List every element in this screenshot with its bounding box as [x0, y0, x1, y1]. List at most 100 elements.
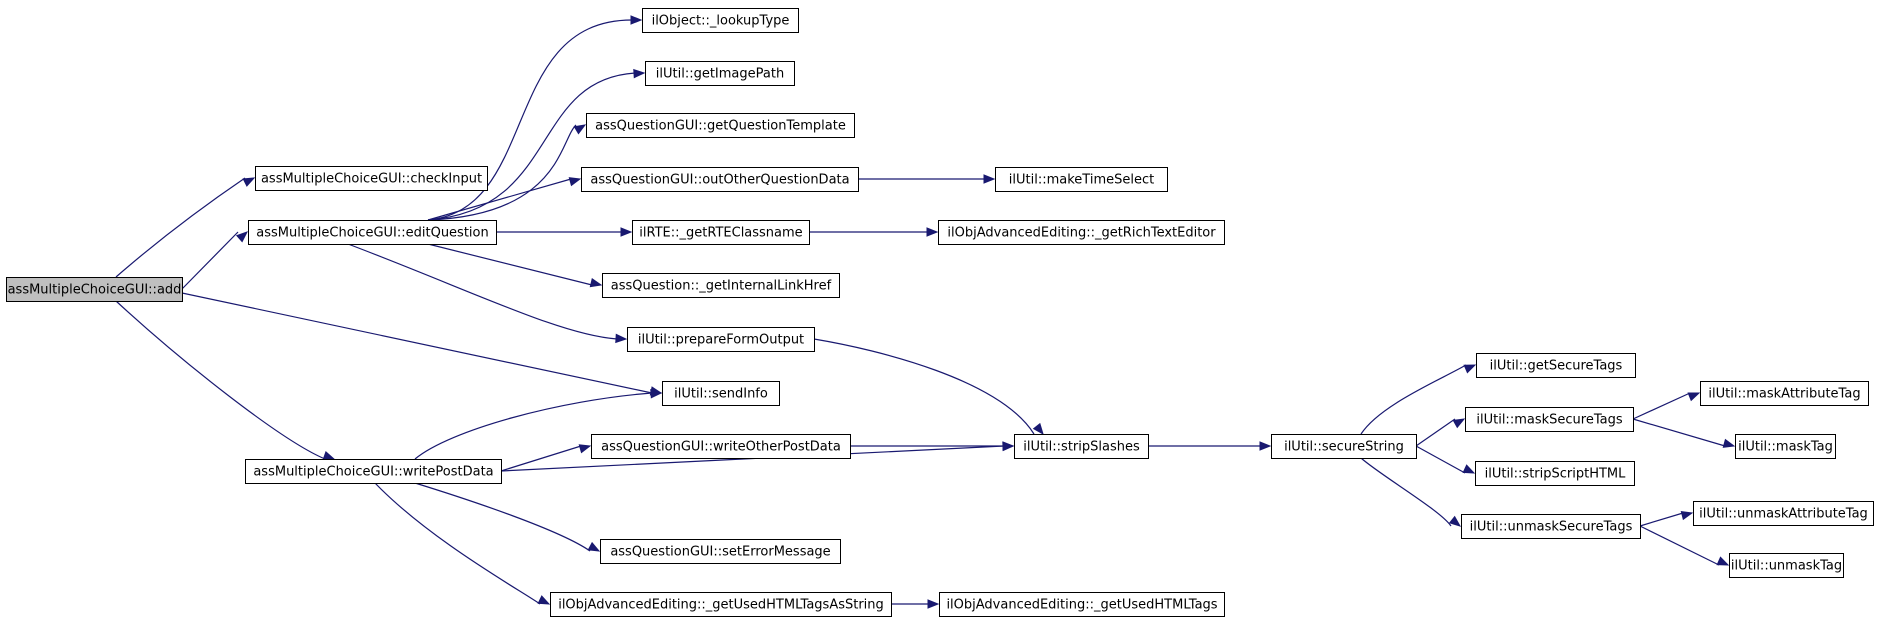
node-setErrorMessage[interactable]: assQuestionGUI::setErrorMessage [600, 539, 841, 564]
node-box[interactable] [550, 592, 892, 617]
arrowhead-getSecureTags [1463, 364, 1477, 374]
node-editQuestion[interactable]: assMultipleChoiceGUI::editQuestion [248, 220, 497, 245]
node-box[interactable] [1729, 553, 1844, 578]
node-box[interactable] [632, 220, 810, 245]
arrowhead-prepareFormOutput [615, 333, 628, 344]
node-box[interactable] [1475, 461, 1635, 486]
node-label: ilUtil::maskTag [1738, 440, 1833, 455]
edge-writePostData-to-sendInfo [414, 392, 653, 460]
node-box[interactable] [6, 277, 183, 302]
node-add[interactable]: assMultipleChoiceGUI::add [6, 277, 183, 302]
node-prepareFormOutput[interactable]: ilUtil::prepareFormOutput [627, 327, 815, 352]
node-box[interactable] [1014, 434, 1149, 459]
node-label: ilUtil::unmaskTag [1731, 559, 1842, 574]
node-getInternalLinkHref[interactable]: assQuestion::_getInternalLinkHref [602, 273, 840, 298]
node-box[interactable] [1465, 407, 1634, 432]
arrowhead-writeOtherPostData [578, 444, 592, 454]
arrowhead-editQuestion [235, 231, 249, 243]
node-label: assMultipleChoiceGUI::writePostData [253, 465, 493, 480]
arrowhead-maskSecureTags [1452, 418, 1466, 429]
arrowhead-stripScriptHTML [1462, 464, 1476, 474]
node-box[interactable] [642, 8, 799, 33]
node-makeTimeSelect[interactable]: ilUtil::makeTimeSelect [995, 167, 1168, 192]
node-box[interactable] [1693, 501, 1874, 526]
node-getQuestionTemplate[interactable]: assQuestionGUI::getQuestionTemplate [586, 113, 855, 138]
node-getSecureTags[interactable]: ilUtil::getSecureTags [1476, 353, 1636, 378]
node-sendInfo[interactable]: ilUtil::sendInfo [662, 381, 780, 406]
edge-secureString-to-stripScriptHTML [1415, 445, 1466, 474]
node-label: ilObjAdvancedEditing::_getUsedHTMLTags [946, 598, 1217, 613]
node-box[interactable] [586, 113, 855, 138]
edge-maskSecureTags-to-maskAttributeTag [1632, 392, 1691, 420]
node-getRichTextEditor[interactable]: ilObjAdvancedEditing::_getRichTextEditor [938, 220, 1225, 245]
node-label: ilUtil::getImagePath [656, 67, 784, 82]
arrowhead-unmaskSecureTags [1448, 515, 1462, 527]
node-unmaskAttributeTag[interactable]: ilUtil::unmaskAttributeTag [1693, 501, 1874, 526]
node-box[interactable] [255, 166, 488, 191]
node-getUsedHTMLTagsAsString[interactable]: ilObjAdvancedEditing::_getUsedHTMLTagsAs… [550, 592, 892, 617]
node-box[interactable] [581, 167, 859, 192]
node-unmaskTag[interactable]: ilUtil::unmaskTag [1729, 553, 1844, 578]
node-label: assQuestion::_getInternalLinkHref [611, 279, 832, 294]
node-label: ilObjAdvancedEditing::_getRichTextEditor [947, 226, 1216, 241]
node-maskSecureTags[interactable]: ilUtil::maskSecureTags [1465, 407, 1634, 432]
arrowhead-getImagePath [633, 68, 646, 79]
arrowhead-getUsedHTMLTagsAsString [537, 595, 551, 605]
node-writeOtherPostData[interactable]: assQuestionGUI::writeOtherPostData [591, 434, 851, 459]
node-maskTag[interactable]: ilUtil::maskTag [1735, 434, 1836, 459]
node-box[interactable] [1476, 353, 1636, 378]
node-label: ilUtil::makeTimeSelect [1009, 173, 1154, 188]
node-box[interactable] [1271, 434, 1417, 459]
node-box[interactable] [1461, 514, 1641, 539]
node-getImagePath[interactable]: ilUtil::getImagePath [645, 61, 795, 86]
node-label: assQuestionGUI::getQuestionTemplate [595, 119, 846, 134]
edge-editQuestion-to-getImagePath [427, 72, 636, 221]
node-box[interactable] [627, 327, 815, 352]
arrowhead-getUsedHTMLTags [927, 599, 940, 609]
edge-add-to-checkInput [115, 177, 246, 278]
node-stripScriptHTML[interactable]: ilUtil::stripScriptHTML [1475, 461, 1635, 486]
node-lookupType[interactable]: ilObject::_lookupType [642, 8, 799, 33]
node-label: ilUtil::stripSlashes [1023, 440, 1140, 455]
arrowhead-getRTEClassname [620, 227, 633, 237]
node-box[interactable] [600, 539, 841, 564]
node-getUsedHTMLTags[interactable]: ilObjAdvancedEditing::_getUsedHTMLTags [939, 592, 1225, 617]
edge-unmaskSecureTags-to-unmaskTag [1639, 525, 1720, 566]
arrowhead-getInternalLinkHref [589, 277, 603, 288]
arrowhead-makeTimeSelect [983, 174, 996, 184]
node-label: assQuestionGUI::outOtherQuestionData [590, 173, 849, 188]
node-stripSlashes[interactable]: ilUtil::stripSlashes [1014, 434, 1149, 459]
edge-secureString-to-unmaskSecureTags [1360, 457, 1452, 527]
node-maskAttributeTag[interactable]: ilUtil::maskAttributeTag [1700, 381, 1869, 406]
node-box[interactable] [1735, 434, 1836, 459]
arrowhead-outOtherQuestionData [568, 177, 582, 187]
node-box[interactable] [662, 381, 780, 406]
edge-unmaskSecureTags-to-unmaskAttributeTag [1639, 512, 1684, 527]
edge-secureString-to-maskSecureTags [1415, 418, 1456, 447]
node-writePostData[interactable]: assMultipleChoiceGUI::writePostData [245, 459, 502, 484]
edge-editQuestion-to-lookupType [427, 19, 633, 221]
node-secureString[interactable]: ilUtil::secureString [1271, 434, 1417, 459]
node-outOtherQuestionData[interactable]: assQuestionGUI::outOtherQuestionData [581, 167, 859, 192]
node-box[interactable] [245, 459, 502, 484]
node-box[interactable] [248, 220, 497, 245]
node-box[interactable] [939, 592, 1225, 617]
node-box[interactable] [995, 167, 1168, 192]
arrowhead-maskAttributeTag [1687, 392, 1701, 402]
node-unmaskSecureTags[interactable]: ilUtil::unmaskSecureTags [1461, 514, 1641, 539]
node-box[interactable] [1700, 381, 1869, 406]
arrowhead-checkInput [242, 177, 256, 187]
node-label: ilRTE::_getRTEClassname [639, 226, 802, 241]
nodes-layer: assMultipleChoiceGUI::addassMultipleChoi… [6, 8, 1874, 617]
node-getRTEClassname[interactable]: ilRTE::_getRTEClassname [632, 220, 810, 245]
arrowhead-maskTag [1722, 438, 1736, 448]
edge-editQuestion-to-getInternalLinkHref [427, 243, 593, 286]
node-label: ilUtil::sendInfo [674, 387, 768, 402]
arrowhead-lookupType [630, 15, 643, 25]
node-box[interactable] [938, 220, 1225, 245]
node-label: assMultipleChoiceGUI::add [8, 283, 182, 298]
node-box[interactable] [645, 61, 795, 86]
node-box[interactable] [591, 434, 851, 459]
node-checkInput[interactable]: assMultipleChoiceGUI::checkInput [255, 166, 488, 191]
node-box[interactable] [602, 273, 840, 298]
